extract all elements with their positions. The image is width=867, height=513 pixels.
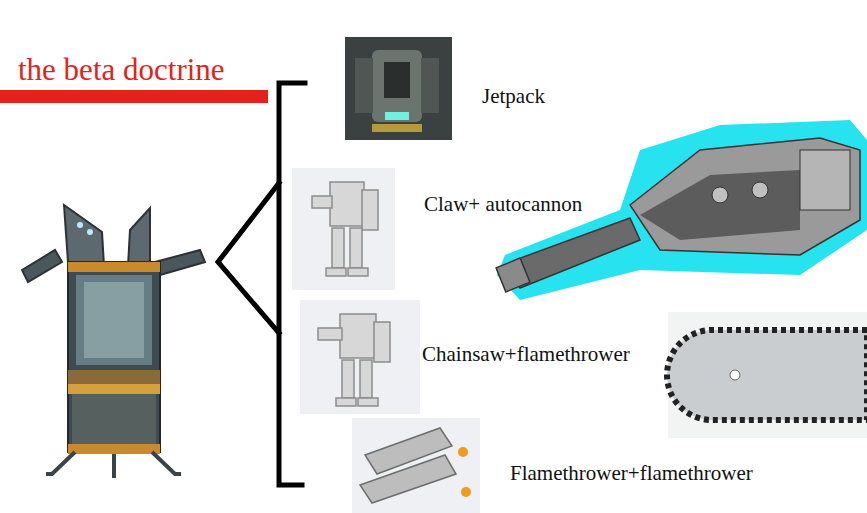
variant-label: Chainsaw+flamethrower (422, 342, 630, 366)
title-bar (0, 90, 268, 103)
flamethrower-pair (352, 418, 480, 513)
robot-sketch (292, 168, 395, 290)
variant-label: Claw+ autocannon (424, 192, 582, 216)
chainsaw-picture (667, 312, 867, 438)
diagram-title: the beta doctrine (18, 52, 225, 88)
bracket (218, 83, 305, 485)
variant-label: Flamethrower+flamethrower (510, 461, 753, 485)
variant-label: Jetpack (482, 84, 545, 108)
robot-sketch (300, 300, 420, 414)
jetpack-picture (345, 37, 452, 140)
drop-pod (22, 205, 205, 478)
